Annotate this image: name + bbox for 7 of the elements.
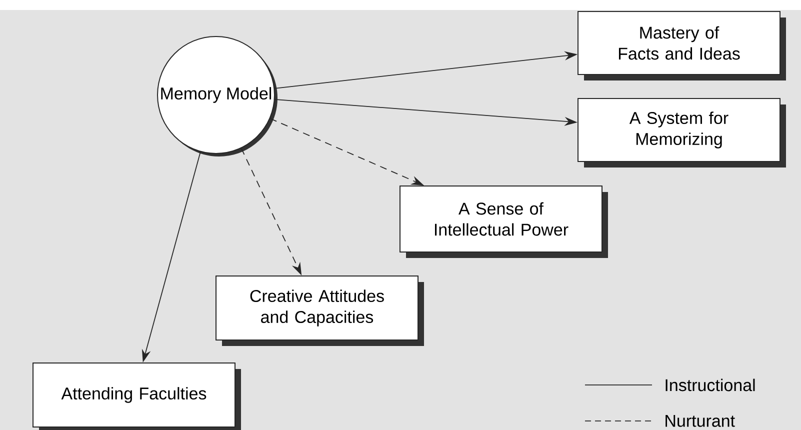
text-box: A System for Memorizing <box>578 98 786 168</box>
legend-label: Nurturant <box>666 415 735 427</box>
text-box: Creative Attitudes and Capacities <box>216 276 424 346</box>
text-box: A Sense of Intellectual Power <box>400 185 608 258</box>
text-box: Mastery of Facts and Ideas <box>578 11 786 80</box>
text-box: Attending Faculties <box>32 362 241 430</box>
legend-label: Instructional <box>666 378 755 392</box>
